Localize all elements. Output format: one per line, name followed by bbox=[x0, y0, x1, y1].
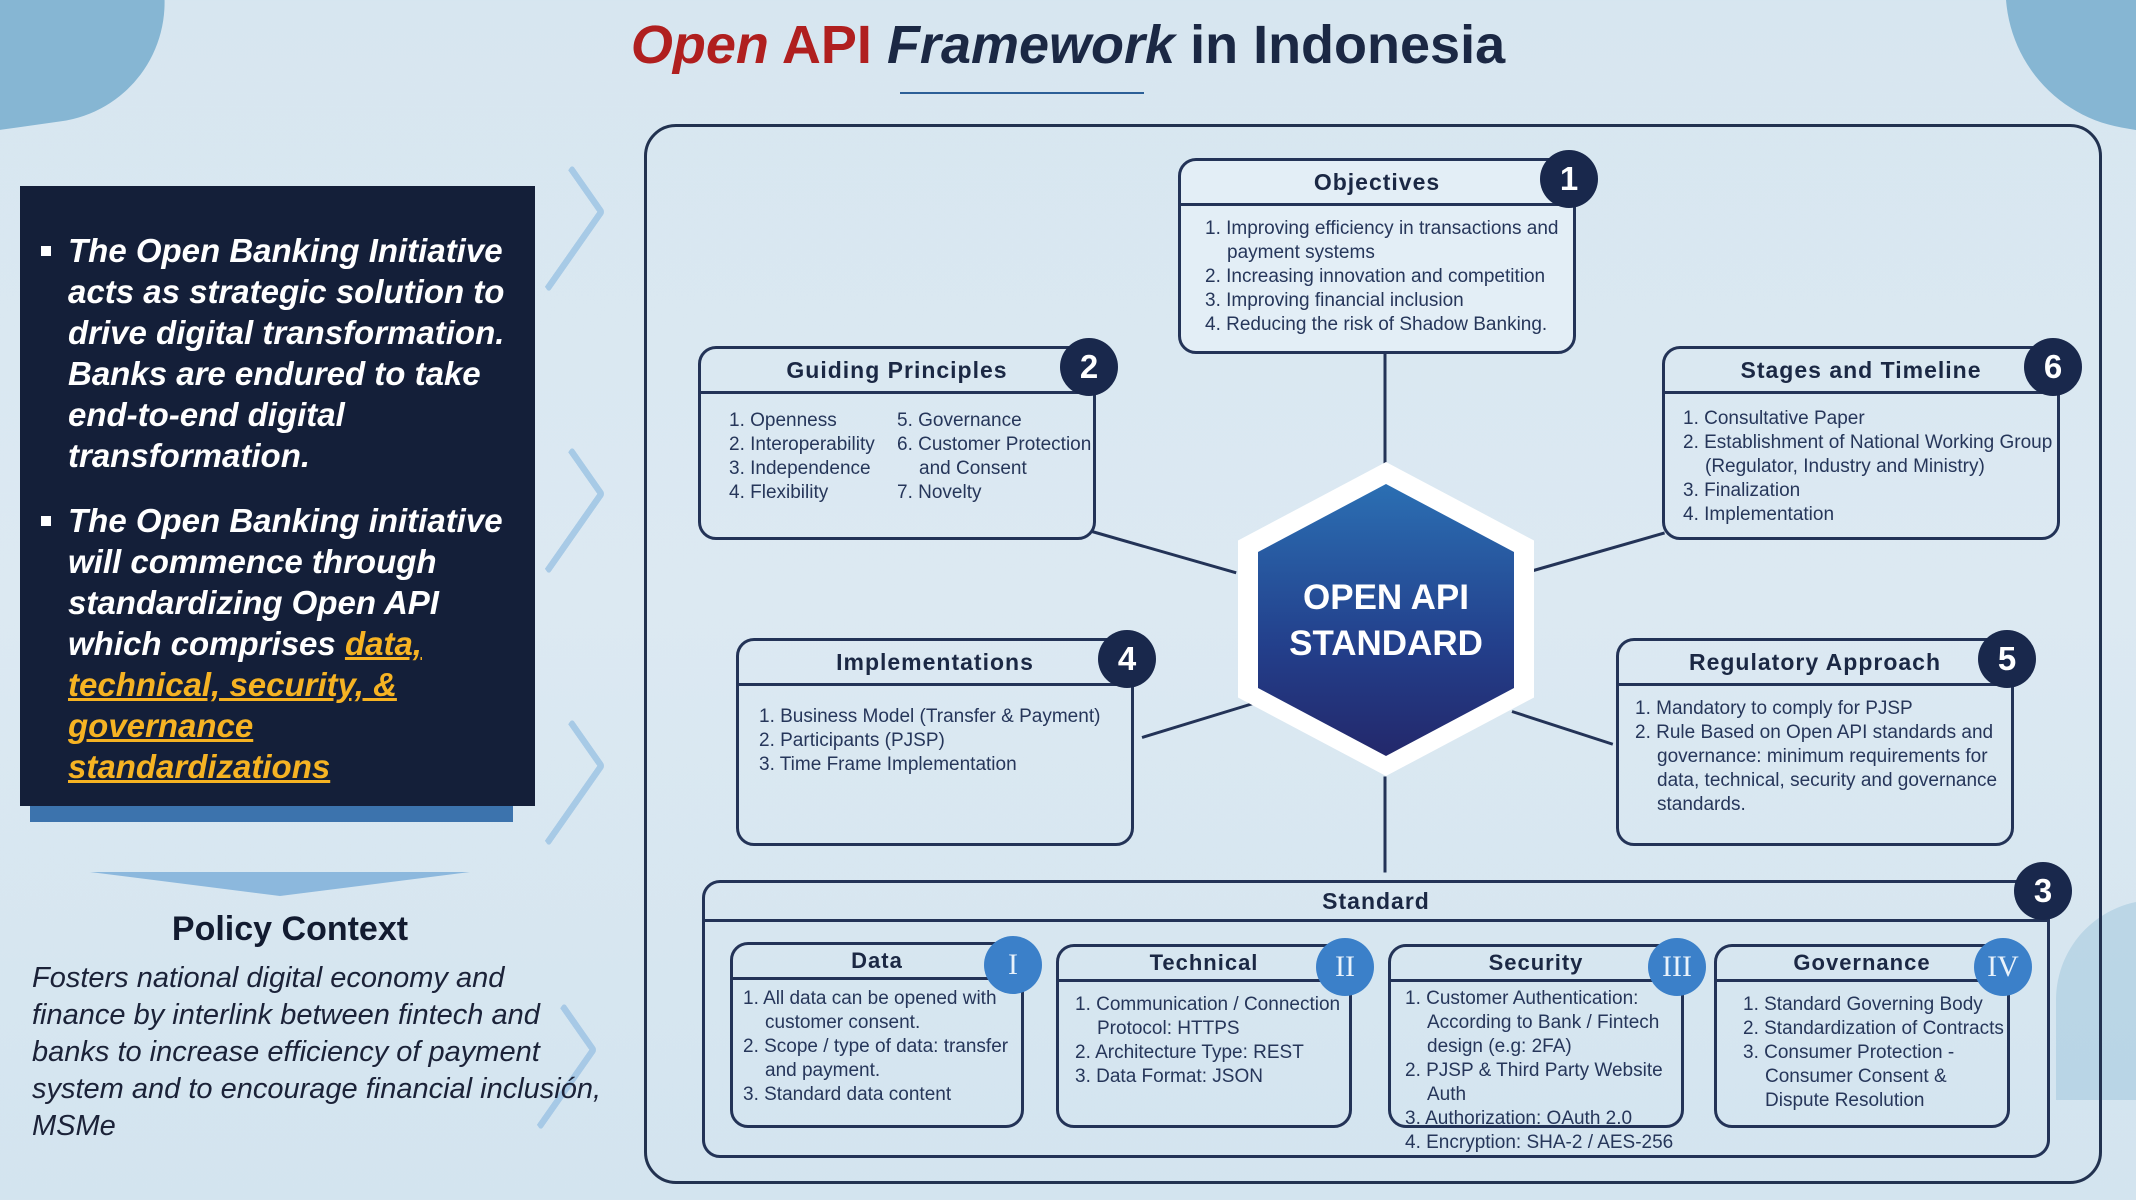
title-api: API bbox=[781, 15, 872, 75]
list-item: 7. Novelty bbox=[897, 482, 982, 503]
initiative-panel: The Open Banking Initiative acts as stra… bbox=[20, 186, 535, 806]
list-item: 2. Standardization of Contracts bbox=[1743, 1018, 2004, 1039]
list-item: 4. Implementation bbox=[1683, 504, 1835, 525]
list-item: 2. Establishment of National Working Gro… bbox=[1683, 432, 2053, 477]
data-title: Data bbox=[733, 945, 1021, 980]
list-item: 2. Scope / type of data: transfer and pa… bbox=[743, 1036, 1009, 1081]
list-item: 4. Encryption: SHA-2 / AES-256 bbox=[1405, 1132, 1674, 1153]
bullet-2-highlight: data, technical, security, & governance … bbox=[68, 625, 422, 785]
list-item: 2. Architecture Type: REST bbox=[1075, 1042, 1304, 1063]
center-line-2: STANDARD bbox=[1289, 624, 1483, 663]
technical-title: Technical bbox=[1059, 947, 1349, 982]
connector-line bbox=[1383, 353, 1387, 466]
list-item: 2. Interoperability bbox=[729, 434, 875, 455]
list-item: 4. Flexibility bbox=[729, 482, 829, 503]
security-list: 1. Customer Authentication: According to… bbox=[1405, 987, 1687, 1155]
security-title: Security bbox=[1391, 947, 1681, 982]
technical-list: 1. Communication / Connection Protocol: … bbox=[1075, 993, 1347, 1089]
governance-badge: IV bbox=[1974, 938, 2032, 996]
initiative-bullet-2: The Open Banking initiative will commenc… bbox=[41, 500, 511, 787]
guiding-principles-box: Guiding Principles 1. Openness 2. Interop… bbox=[698, 346, 1096, 540]
security-box: Security 1. Customer Authentication: Acc… bbox=[1388, 944, 1684, 1153]
list-item: 3. Time Frame Implementation bbox=[759, 754, 1017, 775]
list-item: 3. Consumer Protection - Consumer Consen… bbox=[1743, 1042, 1955, 1111]
guiding-principles-title: Guiding Principles bbox=[701, 349, 1093, 394]
list-item: 1. Communication / Connection Protocol: … bbox=[1075, 994, 1341, 1039]
implementations-box: Implementations 1. Business Model (Trans… bbox=[736, 638, 1134, 846]
title-underline bbox=[900, 92, 1144, 94]
governance-title: Governance bbox=[1717, 947, 2007, 982]
technical-badge: II bbox=[1316, 938, 1374, 996]
guiding-principles-list-1: 1. Openness 2. Interoperability 3. Indepen… bbox=[729, 409, 889, 505]
technical-box: Technical 1. Communication / Connection … bbox=[1056, 944, 1352, 1128]
stages-timeline-title: Stages and Timeline bbox=[1665, 349, 2057, 394]
objectives-list: 1. Improving efficiency in transactions … bbox=[1205, 217, 1565, 337]
stages-timeline-box: Stages and Timeline 1. Consultative Pape… bbox=[1662, 346, 2060, 540]
list-item: 3. Finalization bbox=[1683, 480, 1801, 501]
guiding-principles-badge: 2 bbox=[1060, 338, 1118, 396]
title-open: Open bbox=[630, 15, 769, 75]
regulatory-approach-badge: 5 bbox=[1978, 630, 2036, 688]
implementations-badge: 4 bbox=[1098, 630, 1156, 688]
implementations-title: Implementations bbox=[739, 641, 1131, 686]
stages-timeline-list: 1. Consultative Paper 2. Establishment of… bbox=[1683, 407, 2053, 527]
list-item: 2. PJSP & Third Party Website Auth bbox=[1405, 1060, 1663, 1105]
stages-timeline-badge: 6 bbox=[2024, 338, 2082, 396]
objectives-badge: 1 bbox=[1540, 150, 1598, 208]
governance-box: Governance 1. Standard Governing Body 2. … bbox=[1714, 944, 2010, 1128]
implementations-list: 1. Business Model (Transfer & Payment) 2.… bbox=[759, 705, 1119, 777]
list-item: 2. Increasing innovation and competition bbox=[1205, 266, 1546, 287]
regulatory-approach-box: Regulatory Approach 1. Mandatory to comp… bbox=[1616, 638, 2014, 846]
policy-text: Fosters national digital economy and fin… bbox=[32, 962, 602, 1142]
list-item: 3. Standard data content bbox=[743, 1084, 952, 1105]
list-item: 3. Improving financial inclusion bbox=[1205, 290, 1464, 311]
data-list: 1. All data can be opened with customer … bbox=[743, 987, 1019, 1107]
list-item: 2. Rule Based on Open API standards and … bbox=[1635, 722, 1998, 815]
list-item: 3. Data Format: JSON bbox=[1075, 1066, 1263, 1087]
regulatory-approach-title: Regulatory Approach bbox=[1619, 641, 2011, 686]
list-item: 1. Consultative Paper bbox=[1683, 408, 1865, 429]
list-item: 3. Authorization: OAuth 2.0 bbox=[1405, 1108, 1633, 1129]
list-item: 1. Mandatory to comply for PJSP bbox=[1635, 698, 1913, 719]
list-item: 6. Customer Protection and Consent bbox=[897, 434, 1092, 479]
center-label: OPEN API STANDARD bbox=[1258, 575, 1514, 667]
standard-box: Standard bbox=[702, 880, 2050, 1158]
list-item: 3. Independence bbox=[729, 458, 871, 479]
standard-title: Standard bbox=[705, 883, 2047, 922]
data-badge: I bbox=[984, 936, 1042, 994]
connector-line bbox=[1383, 776, 1387, 873]
standard-badge: 3 bbox=[2014, 862, 2072, 920]
objectives-box: Objectives 1. Improving efficiency in tr… bbox=[1178, 158, 1576, 354]
list-item: 2. Participants (PJSP) bbox=[759, 730, 945, 751]
regulatory-approach-list: 1. Mandatory to comply for PJSP 2. Rule B… bbox=[1635, 697, 2005, 817]
list-item: 1. All data can be opened with customer … bbox=[743, 988, 997, 1033]
policy-triangle bbox=[90, 872, 470, 896]
list-item: 5. Governance bbox=[897, 410, 1022, 431]
list-item: 1. Improving efficiency in transactions … bbox=[1205, 218, 1559, 263]
bullet-2-text: The Open Banking initiative will commenc… bbox=[68, 502, 503, 662]
title-in-indonesia: in Indonesia bbox=[1190, 15, 1506, 75]
initiative-bullet-1: The Open Banking Initiative acts as stra… bbox=[41, 230, 511, 476]
list-item: 1. Customer Authentication: According to… bbox=[1405, 988, 1660, 1057]
objectives-title: Objectives bbox=[1181, 161, 1573, 206]
guiding-principles-list-2: 5. Governance 6. Customer Protection and … bbox=[897, 409, 1093, 505]
security-badge: III bbox=[1648, 938, 1706, 996]
page-title: Open API Framework in Indonesia bbox=[0, 14, 2136, 76]
center-line-1: OPEN API bbox=[1303, 578, 1469, 617]
title-framework: Framework bbox=[886, 15, 1176, 75]
list-item: 1. Standard Governing Body bbox=[1743, 994, 1983, 1015]
framework-frame bbox=[644, 124, 2102, 1184]
governance-list: 1. Standard Governing Body 2. Standardiza… bbox=[1743, 993, 2005, 1113]
list-item: 1. Business Model (Transfer & Payment) bbox=[759, 706, 1101, 727]
policy-title: Policy Context bbox=[171, 910, 409, 948]
list-item: 4. Reducing the risk of Shadow Banking. bbox=[1205, 314, 1548, 335]
data-box: Data 1. All data can be opened with cust… bbox=[730, 942, 1024, 1128]
list-item: 1. Openness bbox=[729, 410, 837, 431]
